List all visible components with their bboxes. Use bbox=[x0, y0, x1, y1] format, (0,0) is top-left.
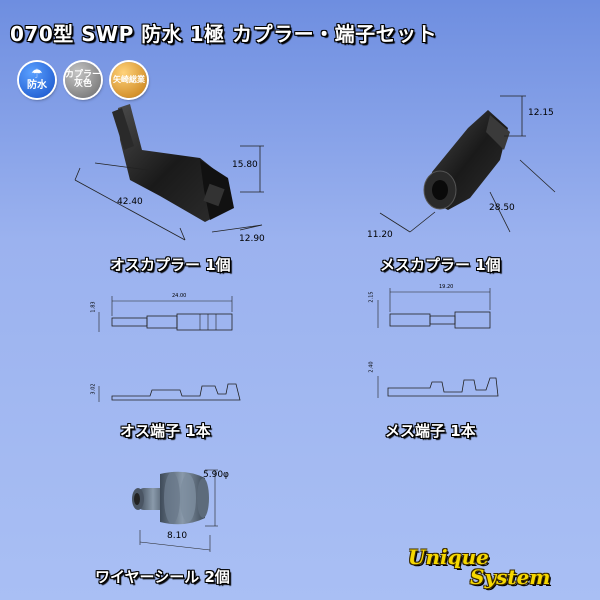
male-terminal-side-height-dim: 3.02 bbox=[90, 383, 97, 395]
umbrella-icon: ☂ bbox=[31, 67, 43, 83]
male-terminal-top-drawing bbox=[98, 296, 233, 332]
seal-length-dim: 8.10 bbox=[167, 531, 188, 541]
female-terminal-length-dim: 19.20 bbox=[439, 284, 454, 290]
housing-badge-line2: 灰色 bbox=[73, 79, 92, 89]
male-coupler-caption: オスカプラー 1個 bbox=[110, 256, 231, 274]
seal-diameter-dim: 5.90φ bbox=[203, 470, 229, 480]
male-coupler-length-dim: 42.40 bbox=[117, 197, 143, 207]
maker-badge-label: 矢崎総業 bbox=[113, 74, 145, 84]
female-coupler-width-dim: 11.20 bbox=[367, 230, 393, 240]
male-terminal-side-drawing bbox=[98, 383, 241, 402]
male-terminal-caption: オス端子 1本 bbox=[120, 422, 211, 440]
logo-line1: Unique bbox=[408, 545, 489, 569]
female-terminal-top-height-dim: 2.15 bbox=[368, 291, 375, 303]
female-terminal-top-drawing bbox=[377, 288, 491, 329]
female-coupler-drawing bbox=[379, 95, 556, 233]
male-terminal-length-dim: 24.00 bbox=[172, 293, 187, 299]
unique-system-logo: Unique System bbox=[400, 545, 595, 595]
female-coupler-length-dim: 28.50 bbox=[489, 203, 515, 213]
male-coupler-drawing bbox=[74, 104, 264, 241]
waterproof-badge: ☂ 防水 bbox=[19, 62, 55, 98]
housing-color-badge: カプラー 灰色 bbox=[65, 62, 101, 98]
logo-line2: System bbox=[470, 565, 551, 589]
housing-badge-line1: カプラー bbox=[65, 69, 102, 80]
wire-seal-drawing bbox=[132, 469, 218, 552]
female-terminal-side-drawing bbox=[377, 376, 499, 398]
page-title: 070型 SWP 防水 1極 カプラー・端子セット bbox=[10, 22, 438, 46]
male-coupler-height-dim: 15.80 bbox=[232, 160, 258, 170]
male-coupler-width-dim: 12.90 bbox=[239, 234, 265, 244]
waterproof-badge-label: 防水 bbox=[27, 80, 47, 92]
female-terminal-side-height-dim: 2.40 bbox=[368, 361, 375, 373]
male-terminal-top-height-dim: 1.83 bbox=[90, 301, 97, 313]
maker-badge: 矢崎総業 bbox=[111, 62, 147, 98]
female-coupler-caption: メスカプラー 1個 bbox=[380, 256, 501, 274]
female-coupler-height-dim: 12.15 bbox=[528, 108, 554, 118]
female-terminal-caption: メス端子 1本 bbox=[385, 422, 476, 440]
wire-seal-caption: ワイヤーシール 2個 bbox=[95, 568, 230, 586]
